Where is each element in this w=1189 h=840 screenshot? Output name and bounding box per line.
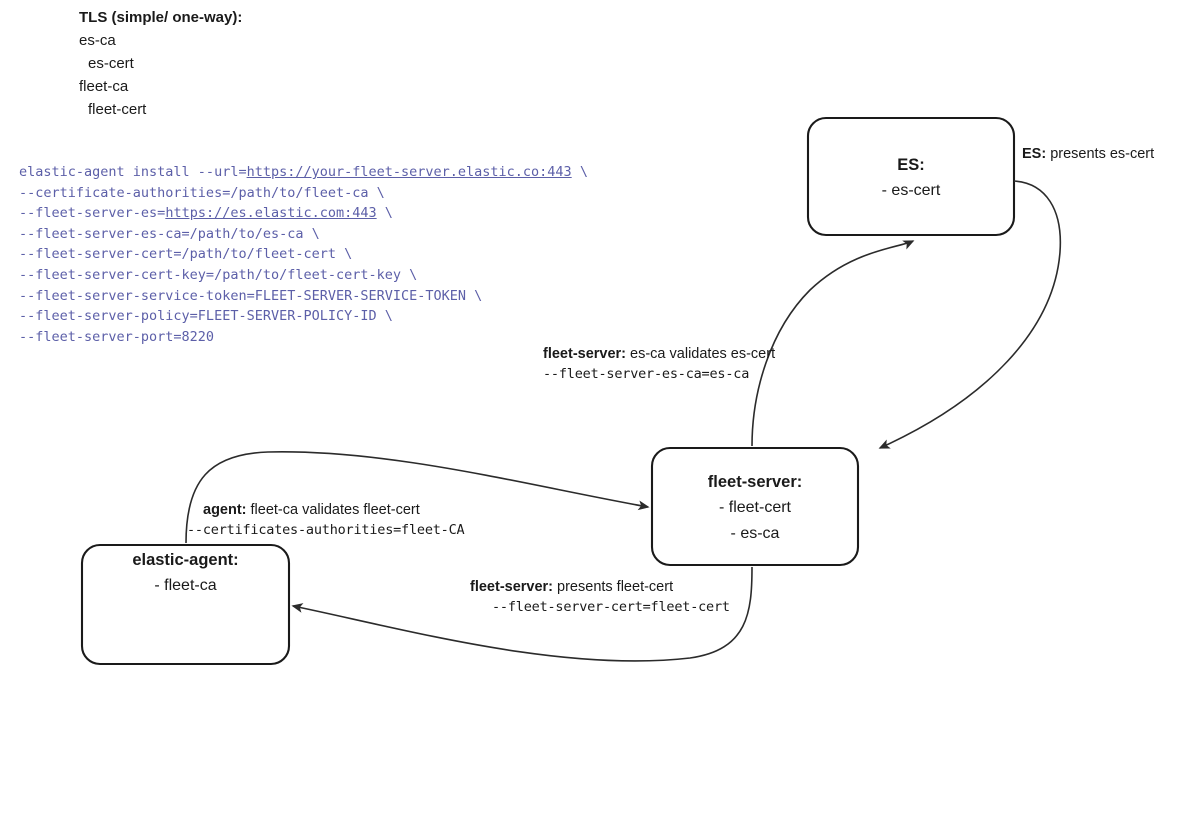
command-line-2-suffix: \: [376, 205, 393, 222]
command-line-8-text: --fleet-server-port=8220: [19, 328, 215, 345]
edge-fleet-server-to-es: [751, 240, 915, 447]
edge-fleet-server-to-elastic-agent: [291, 566, 753, 662]
edge-label-es-presents-strong: ES:: [1022, 146, 1047, 162]
command-line-2: --fleet-server-es=https://es.elastic.com…: [19, 203, 588, 224]
node-fleet-server-title: fleet-server:: [707, 473, 803, 491]
command-line-5: --fleet-server-cert-key=/path/to/fleet-c…: [19, 265, 588, 286]
edge-label-fleet-validates-mono: --fleet-server-es-ca=es-ca: [543, 366, 750, 382]
node-es-title: ES:: [897, 156, 925, 174]
node-elastic-agent-label: elastic-agent: - fleet-ca: [82, 547, 289, 599]
node-fleet-server-box: [650, 446, 860, 567]
node-elastic-agent-box: [80, 543, 291, 666]
node-elastic-agent-title: elastic-agent:: [132, 551, 239, 569]
command-line-8: --fleet-server-port=8220: [19, 327, 588, 348]
command-line-7-text: --fleet-server-policy=FLEET-SERVER-POLIC…: [19, 308, 393, 325]
edge-label-fleet-presents: fleet-server: presents fleet-cert --flee…: [470, 577, 730, 617]
node-fleet-server-attr-0: - fleet-cert: [718, 499, 791, 516]
edge-es-to-fleet-server: [878, 180, 1062, 449]
legend-title: TLS (simple/ one-way):: [79, 9, 243, 26]
legend-item-fleet-ca: fleet-ca: [79, 78, 129, 95]
legend-item-fleet-cert: fleet-cert: [88, 101, 147, 118]
edge-label-agent-validates: agent: fleet-ca validates fleet-cert --c…: [187, 500, 465, 540]
node-fleet-server-attr-1: - es-ca: [730, 525, 780, 542]
legend-item-es-ca: es-ca: [79, 32, 116, 49]
command-line-0-text: elastic-agent install --url=: [19, 164, 247, 180]
edge-label-agent-validates-mono: --certificates-authorities=fleet-CA: [187, 522, 465, 538]
node-es-label: ES: - es-cert: [808, 152, 1014, 204]
node-es-attr-0: - es-cert: [881, 182, 941, 199]
command-line-0-url-link[interactable]: https://your-fleet-server.elastic.co:443: [246, 164, 572, 180]
edge-label-es-presents: ES: presents es-cert: [1022, 144, 1154, 164]
command-line-3-text: --fleet-server-es-ca=/path/to/es-ca \: [19, 225, 320, 242]
command-line-1-text: --certificate-authorities=/path/to/fleet…: [19, 184, 385, 201]
edge-label-fleet-presents-mono: --fleet-server-cert=fleet-cert: [492, 599, 730, 615]
edge-label-agent-validates-rest: fleet-ca validates fleet-cert: [246, 502, 420, 518]
install-command-block: elastic-agent install --url=https://your…: [19, 162, 588, 347]
command-line-2-text: --fleet-server-es=: [19, 205, 166, 222]
edge-elastic-agent-to-fleet-server: [185, 451, 650, 544]
edge-label-fleet-validates-rest: es-ca validates es-cert: [626, 346, 776, 362]
edge-label-fleet-validates: fleet-server: es-ca validates es-cert --…: [543, 344, 775, 384]
node-elastic-agent-attr-0: - fleet-ca: [154, 577, 217, 594]
command-line-2-url-link[interactable]: https://es.elastic.com:443: [165, 205, 377, 222]
command-line-3: --fleet-server-es-ca=/path/to/es-ca \: [19, 224, 588, 245]
command-line-6-text: --fleet-server-service-token=FLEET-SERVE…: [19, 287, 483, 304]
command-line-0: elastic-agent install --url=https://your…: [19, 162, 588, 183]
edge-label-fleet-presents-strong: fleet-server:: [470, 579, 554, 595]
edge-label-agent-validates-strong: agent:: [203, 502, 247, 518]
command-line-1: --certificate-authorities=/path/to/fleet…: [19, 183, 588, 204]
command-line-0-suffix: \: [571, 164, 588, 180]
node-es-box: [806, 116, 1016, 237]
legend-item-es-cert: es-cert: [88, 55, 134, 72]
command-line-5-text: --fleet-server-cert-key=/path/to/fleet-c…: [19, 266, 418, 283]
command-line-7: --fleet-server-policy=FLEET-SERVER-POLIC…: [19, 306, 588, 327]
node-fleet-server-label: fleet-server: - fleet-cert - es-ca: [652, 469, 858, 547]
edge-label-es-presents-rest: presents es-cert: [1046, 146, 1155, 162]
command-line-4-text: --fleet-server-cert=/path/to/fleet-cert …: [19, 246, 353, 263]
command-line-6: --fleet-server-service-token=FLEET-SERVE…: [19, 286, 588, 307]
command-line-4: --fleet-server-cert=/path/to/fleet-cert …: [19, 244, 588, 265]
tls-legend: TLS (simple/ one-way): es-ca es-cert fle…: [79, 6, 242, 121]
edge-label-fleet-presents-rest: presents fleet-cert: [553, 579, 674, 595]
edge-label-fleet-validates-strong: fleet-server:: [543, 346, 627, 362]
